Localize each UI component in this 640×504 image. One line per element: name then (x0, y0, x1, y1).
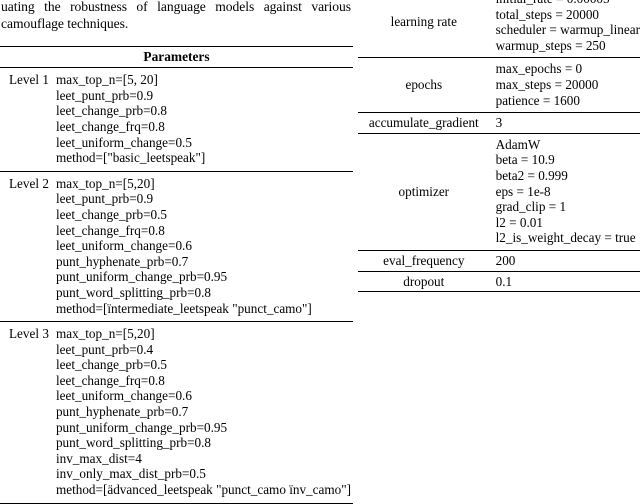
value-line: grad_clip = 1 (495, 199, 567, 215)
level-label: Level 2 (9, 175, 49, 191)
right-table-body: learning rate initial_rate = 0.00005 tot… (358, 0, 640, 293)
param-line: punt_uniform_change_prb=0.95 (55, 269, 228, 285)
table-row-accumulate-gradient: accumulate_gradient 3 (358, 112, 640, 134)
hyperparameter-name: dropout (403, 273, 445, 289)
table-row: Level 2 max_top_n=[5,20] leet_punt_prb=0… (0, 171, 353, 321)
intro-line-1: uating the robustness of language models… (1, 0, 351, 14)
intro-line-2: camouflage techniques. (1, 15, 129, 31)
hyperparameter-values: 200 (494, 250, 640, 271)
param-line: method=[ädvanced_leetspeak "punct_camo ï… (55, 482, 351, 498)
param-line: inv_only_max_dist_prb=0.5 (55, 466, 206, 482)
value-line: l2 = 0.01 (495, 214, 543, 230)
param-line: leet_punt_prb=0.9 (55, 87, 154, 103)
param-line: leet_change_frq=0.8 (55, 222, 165, 238)
hyperparameter-name: learning rate (390, 14, 457, 30)
param-line: max_top_n=[5,20] (55, 326, 155, 342)
value-line: AdamW (495, 136, 541, 152)
table-row-epochs: epochs max_epochs = 0 max_steps = 20000 … (358, 57, 640, 113)
column-header-parameters: Parameters (143, 48, 210, 64)
param-line: leet_punt_prb=0.9 (55, 191, 154, 207)
value-line: initial_rate = 0.00005 (496, 0, 640, 7)
hyperparameter-values: 0.1 (494, 271, 640, 292)
param-line: punt_uniform_change_prb=0.95 (55, 419, 228, 435)
value-line: beta = 10.9 (495, 152, 555, 168)
right-column: learning rate initial_rate = 0.00005 tot… (358, 0, 640, 433)
left-column: uating the robustness of language models… (0, 0, 353, 504)
param-line: punt_hyphenate_prb=0.7 (55, 404, 189, 420)
hyperparameter-name: optimizer (398, 183, 450, 199)
value-line: beta2 = 0.999 (495, 167, 568, 183)
hyperparameter-values: AdamW beta = 10.9 beta2 = 0.999 eps = 1e… (494, 133, 640, 250)
left-table-body: Level 1 max_top_n=[5, 20] leet_punt_prb=… (0, 67, 353, 504)
param-line: leet_change_prb=0.8 (55, 103, 168, 119)
value-line: total_steps = 20000 (495, 6, 600, 22)
param-line: leet_change_frq=0.8 (55, 118, 165, 134)
param-line: leet_uniform_change=0.5 (55, 134, 192, 150)
hyperparameter-values: 3 (494, 113, 640, 134)
table-row: Level 3 max_top_n=[5,20] leet_punt_prb=0… (0, 321, 353, 504)
value-line: 200 (495, 252, 516, 268)
hyperparameter-values: max_epochs = 0 max_steps = 20000 patienc… (494, 58, 640, 113)
hyperparameter-name: accumulate_gradient (368, 115, 479, 131)
camouflage-parameters-table: Parameters Level 1 max_top_n=[5, 20] lee… (0, 46, 353, 504)
param-line: leet_change_prb=0.5 (55, 357, 168, 373)
level-label: Level 1 (9, 72, 49, 88)
param-line: punt_word_splitting_prb=0.8 (55, 435, 212, 451)
level-label: Level 3 (9, 326, 49, 342)
param-line: leet_change_frq=0.8 (55, 372, 165, 388)
table-bottom-rule-row (358, 291, 640, 293)
param-line: method=["basic_leetspeak"] (55, 150, 206, 166)
level-parameters: max_top_n=[5,20] leet_punt_prb=0.4 leet_… (56, 322, 353, 504)
hyperparameter-name: eval_frequency (383, 252, 465, 268)
value-line: l2_is_weight_decay = true (495, 230, 636, 246)
param-line: punt_word_splitting_prb=0.8 (55, 284, 212, 300)
value-line: 0.1 (495, 273, 513, 289)
value-line: eps = 1e-8 (495, 183, 551, 199)
right-table-clip: learning rate initial_rate = 0.00005 tot… (358, 0, 640, 293)
param-line: max_top_n=[5,20] (55, 175, 155, 191)
param-line: leet_uniform_change=0.6 (55, 238, 192, 254)
intro-paragraph: uating the robustness of language models… (0, 0, 353, 32)
table-row-eval-frequency: eval_frequency 200 (358, 250, 640, 271)
param-line: inv_max_dist=4 (55, 450, 142, 466)
value-line: max_steps = 20000 (495, 76, 599, 92)
value-line: warmup_steps = 250 (495, 37, 606, 53)
param-line: leet_change_prb=0.5 (55, 206, 168, 222)
param-line: leet_punt_prb=0.4 (55, 341, 154, 357)
hyperparameter-values: initial_rate = 0.00005 total_steps = 200… (494, 0, 640, 58)
table-header-row: Parameters (0, 46, 353, 68)
param-line: method=[ïntermediate_leetspeak "punct_ca… (55, 300, 312, 316)
left-table-head: Parameters (0, 46, 353, 68)
hyperparameters-table: learning rate initial_rate = 0.00005 tot… (358, 0, 640, 293)
value-line: scheduler = warmup_linear (495, 22, 640, 38)
table-row-optimizer: optimizer AdamW beta = 10.9 beta2 = 0.99… (358, 133, 640, 250)
param-line: punt_hyphenate_prb=0.7 (55, 253, 189, 269)
table-row-learning-rate: learning rate initial_rate = 0.00005 tot… (358, 0, 640, 58)
value-line: 3 (495, 115, 503, 131)
param-line: leet_uniform_change=0.6 (55, 388, 192, 404)
bottom-rule (358, 291, 640, 293)
table-row-dropout: dropout 0.1 (358, 271, 640, 292)
level-parameters: max_top_n=[5,20] leet_punt_prb=0.9 leet_… (56, 171, 353, 321)
level-parameters: max_top_n=[5, 20] leet_punt_prb=0.9 leet… (56, 68, 353, 172)
value-line: patience = 1600 (495, 92, 580, 108)
hyperparameter-name: epochs (405, 76, 443, 92)
param-line: max_top_n=[5, 20] (55, 72, 158, 88)
value-line: max_epochs = 0 (495, 61, 583, 77)
table-row: Level 1 max_top_n=[5, 20] leet_punt_prb=… (0, 67, 353, 172)
